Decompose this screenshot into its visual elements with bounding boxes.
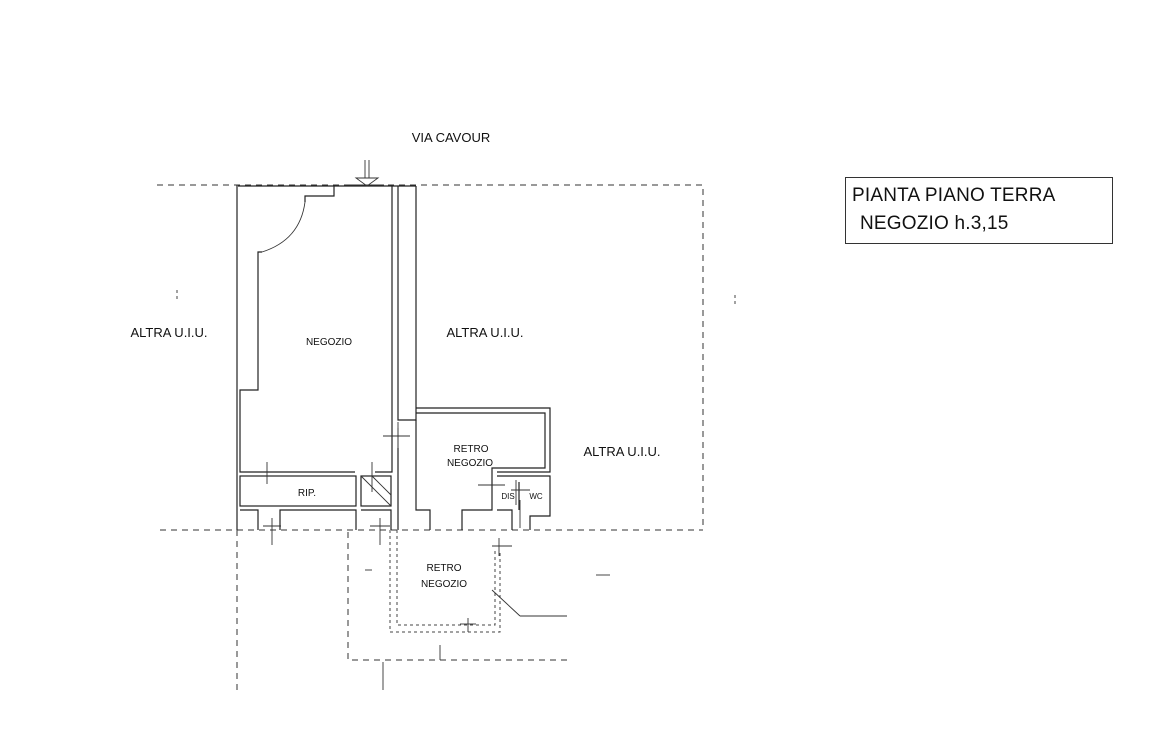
dis-wc-walls (478, 475, 551, 530)
altra-uiu-right-label: ALTRA U.I.U. (583, 444, 660, 459)
street-label: VIA CAVOUR (412, 130, 491, 145)
plan-title: PIANTA PIANO TERRA (852, 185, 1056, 206)
rip-label: RIP. (298, 488, 316, 499)
negozio-label: NEGOZIO (306, 337, 352, 348)
lower-annex (347, 530, 610, 690)
wc-label: WC (529, 492, 543, 501)
rip-room-walls (239, 462, 392, 545)
entrance-marker (350, 160, 384, 187)
retro-negozio-label-line2: NEGOZIO (447, 458, 493, 469)
altra-uiu-center-label: ALTRA U.I.U. (446, 325, 523, 340)
plan-subtitle: NEGOZIO h.3,15 (860, 213, 1009, 234)
altra-uiu-left-label: ALTRA U.I.U. (130, 325, 207, 340)
retro-negozio-walls (383, 407, 551, 530)
plan-title-box: PIANTA PIANO TERRA NEGOZIO h.3,15 (845, 177, 1113, 244)
retro-negozio-annex-label-line2: NEGOZIO (421, 579, 467, 590)
property-boundary-lines (157, 184, 736, 692)
retro-negozio-annex-label-line1: RETRO (427, 563, 462, 574)
retro-negozio-label-line1: RETRO (454, 444, 489, 455)
dis-label: DIS (501, 492, 514, 501)
negozio-walls (236, 185, 417, 530)
